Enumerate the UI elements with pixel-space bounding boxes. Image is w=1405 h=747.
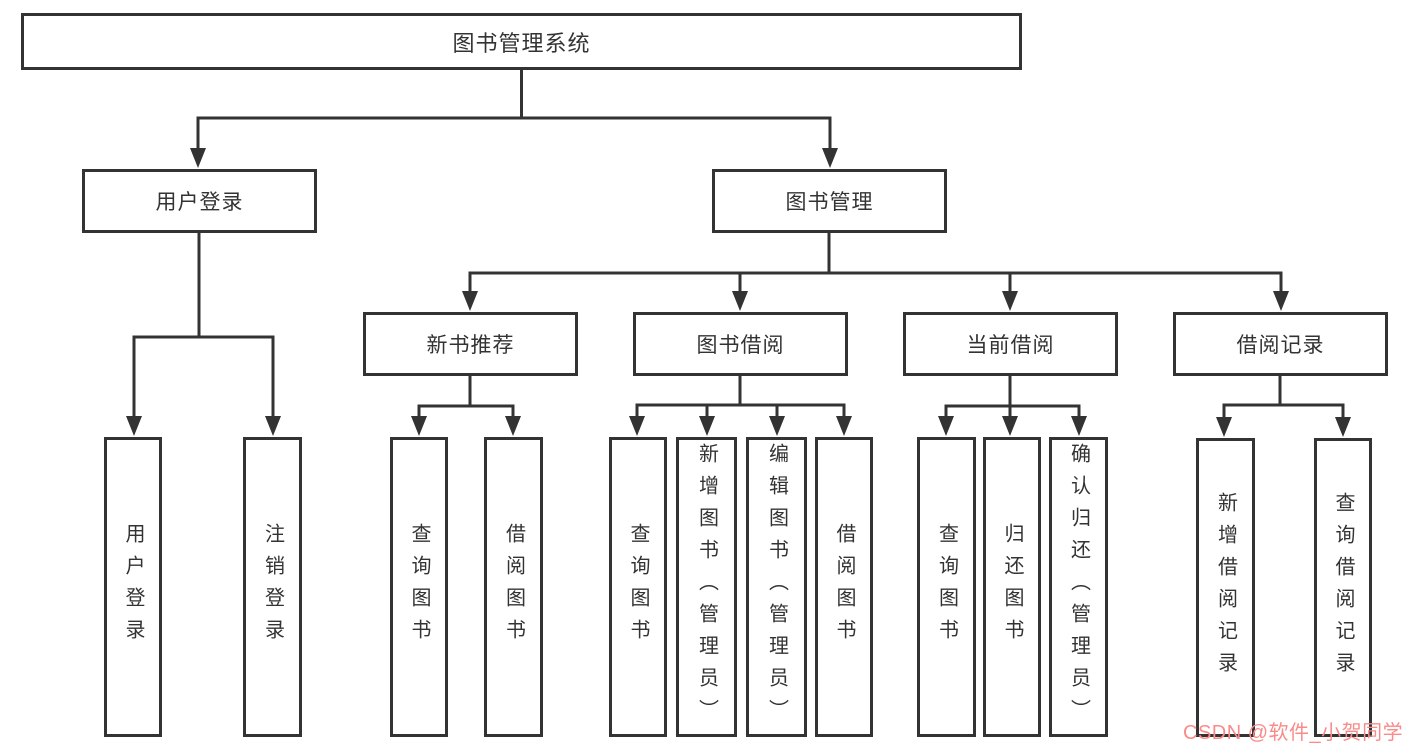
node-user-login: 用户登录: [82, 169, 317, 233]
leaf-current-query-books-label: 查询图书: [935, 523, 958, 651]
leaf-add-books-admin-label: 新增图书（管理员）: [695, 443, 718, 731]
node-current-borrowing-label: 当前借阅: [966, 334, 1055, 357]
leaf-user-login-label: 用户登录: [122, 523, 144, 651]
leaf-add-books-admin: 新增图书（管理员）: [676, 437, 737, 737]
leaf-recommend-query-books-label: 查询图书: [408, 523, 430, 651]
leaf-confirm-return-admin: 确认归还（管理员）: [1049, 437, 1108, 737]
leaf-borrowing-query-books: 查询图书: [609, 437, 667, 737]
leaf-edit-books-admin-label: 编辑图书（管理员）: [765, 443, 788, 731]
node-borrowing-records-label: 借阅记录: [1236, 334, 1325, 357]
node-borrowing-records: 借阅记录: [1173, 312, 1388, 376]
leaf-query-borrow-record-label: 查询借阅记录: [1332, 491, 1354, 684]
watermark-text: CSDN @软件_小贺同学: [1183, 722, 1404, 744]
leaf-recommend-query-books: 查询图书: [390, 437, 448, 737]
node-current-borrowing: 当前借阅: [903, 312, 1118, 376]
node-root-label: 图书管理系统: [452, 30, 591, 56]
leaf-add-borrow-record-label: 新增借阅记录: [1214, 491, 1237, 684]
leaf-recommend-borrow-books-label: 借阅图书: [502, 523, 525, 651]
leaf-query-borrow-record: 查询借阅记录: [1314, 438, 1372, 737]
node-new-book-recommend-label: 新书推荐: [426, 334, 515, 357]
leaf-logout-label: 注销登录: [261, 523, 284, 651]
leaf-return-books-label: 归还图书: [1001, 523, 1023, 651]
leaf-borrow-books: 借阅图书: [815, 437, 873, 737]
node-book-management: 图书管理: [712, 169, 947, 233]
leaf-edit-books-admin: 编辑图书（管理员）: [746, 437, 807, 737]
leaf-user-login: 用户登录: [104, 437, 162, 737]
node-new-book-recommend: 新书推荐: [363, 312, 578, 376]
leaf-borrowing-query-books-label: 查询图书: [627, 523, 649, 651]
node-user-login-label: 用户登录: [155, 191, 244, 214]
leaf-add-borrow-record: 新增借阅记录: [1196, 438, 1255, 737]
leaf-borrow-books-label: 借阅图书: [833, 523, 855, 651]
leaf-confirm-return-admin-label: 确认归还（管理员）: [1067, 443, 1090, 731]
node-book-management-label: 图书管理: [785, 191, 874, 214]
node-book-borrowing-label: 图书借阅: [696, 334, 785, 357]
leaf-logout: 注销登录: [243, 437, 302, 737]
node-book-borrowing: 图书借阅: [633, 312, 848, 376]
leaf-recommend-borrow-books: 借阅图书: [484, 437, 543, 737]
leaf-current-query-books: 查询图书: [917, 437, 976, 737]
leaf-return-books: 归还图书: [983, 437, 1041, 737]
node-root: 图书管理系统: [21, 13, 1022, 70]
